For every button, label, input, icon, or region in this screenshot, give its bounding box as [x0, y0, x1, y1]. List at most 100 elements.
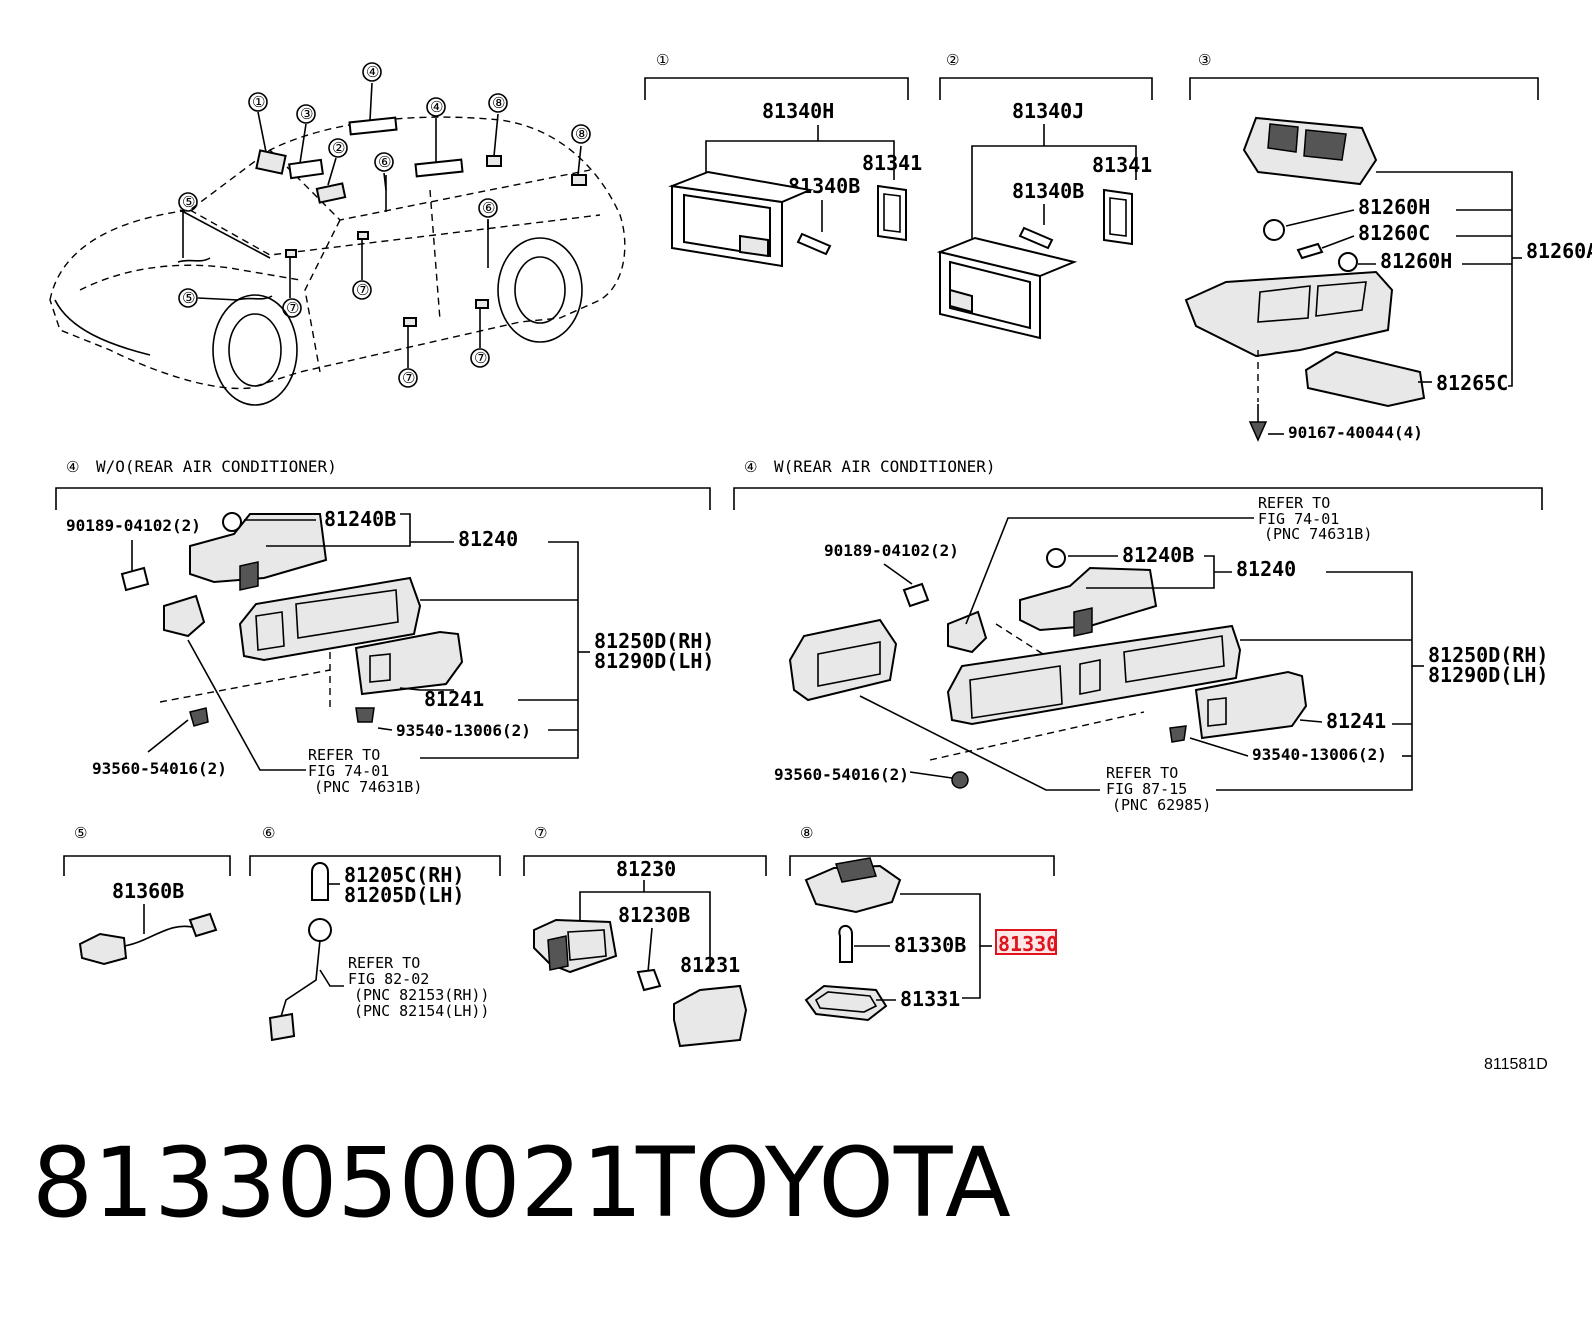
- part-81250D-a: 81250D(RH): [594, 629, 714, 653]
- part-81341-a: 81341: [862, 151, 922, 175]
- svg-text:(PNC 82154(LH)): (PNC 82154(LH)): [354, 1002, 489, 1020]
- car-callout-3: ③: [296, 104, 316, 124]
- part-81240B-b: 81240B: [1122, 543, 1194, 567]
- part-93540-13006-a: 93540-13006(2): [396, 721, 531, 740]
- section-4a-marker: ④: [66, 458, 79, 476]
- part-81341-b: 81341: [1092, 153, 1152, 177]
- car-callout-7b: ⑦: [352, 280, 372, 300]
- part-81360B: 81360B: [112, 879, 184, 903]
- part-90167-40044: 90167-40044(4): [1288, 423, 1423, 442]
- part-81230B: 81230B: [618, 903, 690, 927]
- part-81340H: 81340H: [762, 99, 834, 123]
- car-callout-6b: ⑥: [478, 198, 498, 218]
- section-4b-title: W(REAR AIR CONDITIONER): [774, 457, 996, 476]
- svg-text:⑦: ⑦: [402, 369, 415, 387]
- svg-text:REFER TO: REFER TO: [1258, 494, 1330, 512]
- svg-text:(PNC 74631B): (PNC 74631B): [314, 778, 422, 796]
- svg-text:⑧: ⑧: [492, 94, 505, 112]
- car-callout-8b: ⑧: [571, 124, 591, 144]
- svg-text:⑧: ⑧: [575, 125, 588, 143]
- svg-text:(PNC 74631B): (PNC 74631B): [1264, 525, 1372, 543]
- part-81260A: 81260A: [1526, 239, 1592, 263]
- svg-text:⑦: ⑦: [286, 299, 299, 317]
- part-81241-b: 81241: [1326, 709, 1386, 733]
- car-overview: ① ③ ② ④ ④ ⑧ ⑧ ⑥ ⑥ ⑤ ⑤ ⑦ ⑦ ⑦ ⑦: [49, 62, 626, 406]
- part-81240B-a: 81240B: [324, 507, 396, 531]
- part-81240-b: 81240: [1236, 557, 1296, 581]
- car-callout-4a: ④: [362, 62, 382, 82]
- part-81260H-b: 81260H: [1380, 249, 1452, 273]
- brand-title: TOYOTA: [636, 1127, 1011, 1239]
- section-4-without-rear-ac: ④ W/O(REAR AIR CONDITIONER) 90189-04102(…: [55, 457, 714, 796]
- section-6-marker: ⑥: [262, 824, 275, 842]
- part-81260H-a: 81260H: [1358, 195, 1430, 219]
- part-81230: 81230: [616, 857, 676, 881]
- section-2-marker: ②: [946, 51, 959, 69]
- part-number-title: 8133050021: [32, 1127, 643, 1239]
- car-callout-4b: ④: [426, 97, 446, 117]
- part-81330B: 81330B: [894, 933, 966, 957]
- car-callout-8a: ⑧: [488, 93, 508, 113]
- part-93540-13006-b: 93540-13006(2): [1252, 745, 1387, 764]
- part-81260C: 81260C: [1358, 221, 1430, 245]
- part-90189-04102-b: 90189-04102(2): [824, 541, 959, 560]
- svg-text:(PNC 82153(RH)): (PNC 82153(RH)): [354, 986, 489, 1004]
- svg-text:①: ①: [252, 93, 265, 111]
- part-81340B-b: 81340B: [1012, 179, 1084, 203]
- section-1: ① 81340H 81341 81340B: [644, 51, 922, 268]
- diagram-reference-code: 811581D: [1484, 1056, 1548, 1073]
- car-callout-7c: ⑦: [398, 368, 418, 388]
- part-81205D: 81205D(LH): [344, 883, 464, 907]
- part-81241-a: 81241: [424, 687, 484, 711]
- svg-text:REFER TO: REFER TO: [1106, 764, 1178, 782]
- section-2: ② 81340J 81341 81340B: [936, 51, 1153, 340]
- car-callout-5a: ⑤: [178, 192, 198, 212]
- svg-text:③: ③: [300, 105, 313, 123]
- part-81330: 81330: [998, 932, 1058, 956]
- section-6: ⑥ 81205C(RH) 81205D(LH) REFER TO FIG 82-…: [249, 824, 501, 1042]
- svg-text:REFER TO: REFER TO: [348, 954, 420, 972]
- svg-text:FIG 87-15: FIG 87-15: [1106, 780, 1187, 798]
- part-81290D-a: 81290D(LH): [594, 649, 714, 673]
- svg-text:⑦: ⑦: [356, 281, 369, 299]
- section-4b-marker: ④: [744, 458, 757, 476]
- part-81250D-b: 81250D(RH): [1428, 643, 1548, 667]
- svg-text:FIG 82-02: FIG 82-02: [348, 970, 429, 988]
- svg-text:⑤: ⑤: [182, 289, 195, 307]
- svg-text:FIG 74-01: FIG 74-01: [1258, 510, 1339, 528]
- section-8-marker: ⑧: [800, 824, 813, 842]
- car-callout-5b: ⑤: [178, 288, 198, 308]
- section-7-marker: ⑦: [534, 824, 547, 842]
- highlighted-part-81330[interactable]: 81330: [995, 929, 1058, 956]
- svg-text:②: ②: [332, 139, 345, 157]
- part-93560-54016-a: 93560-54016(2): [92, 759, 227, 778]
- svg-text:FIG 74-01: FIG 74-01: [308, 762, 389, 780]
- section-1-marker: ①: [656, 51, 669, 69]
- part-90189-04102-a: 90189-04102(2): [66, 516, 201, 535]
- part-81340J: 81340J: [1012, 99, 1084, 123]
- part-81205C: 81205C(RH): [344, 863, 464, 887]
- part-81265C: 81265C: [1436, 371, 1508, 395]
- car-callout-1: ①: [248, 92, 268, 112]
- section-3: ③ 81260H 81260C 81260H 81260A 81265C 901…: [1184, 51, 1592, 442]
- svg-text:④: ④: [430, 98, 443, 116]
- part-93560-54016-b: 93560-54016(2): [774, 765, 909, 784]
- svg-text:⑦: ⑦: [474, 349, 487, 367]
- car-callout-7a: ⑦: [282, 298, 302, 318]
- svg-text:⑥: ⑥: [482, 199, 495, 217]
- part-81240-a: 81240: [458, 527, 518, 551]
- car-callout-2: ②: [328, 138, 348, 158]
- section-5: ⑤ 81360B: [63, 824, 231, 966]
- svg-text:④: ④: [366, 63, 379, 81]
- section-7: ⑦ 81230 81230B 81231: [523, 824, 767, 1048]
- section-3-marker: ③: [1198, 51, 1211, 69]
- car-callout-7d: ⑦: [470, 348, 490, 368]
- part-81331: 81331: [900, 987, 960, 1011]
- part-81290D-b: 81290D(LH): [1428, 663, 1548, 687]
- section-4-with-rear-ac: ④ W(REAR AIR CONDITIONER) 90189-04102(2)…: [733, 457, 1548, 814]
- section-8: ⑧ 81330B 81331 81330: [789, 824, 1058, 1022]
- svg-text:(PNC 62985): (PNC 62985): [1112, 796, 1211, 814]
- svg-text:REFER TO: REFER TO: [308, 746, 380, 764]
- section-5-marker: ⑤: [74, 824, 87, 842]
